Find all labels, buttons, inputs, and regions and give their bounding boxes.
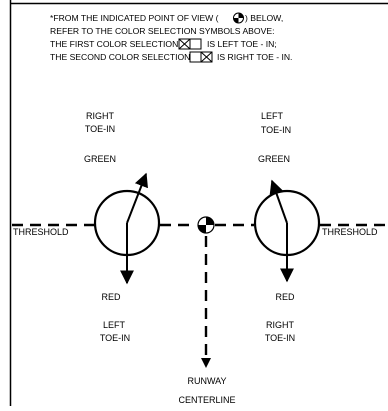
second-color-selection-symbol: [189, 51, 213, 63]
right-light-unit: LEFT TOE-IN GREEN RED RIGHT TOE-IN THRES…: [253, 111, 378, 343]
first-color-selection-symbol: [178, 38, 202, 50]
left-bottom-label-2: TOE-IN: [100, 333, 130, 343]
right-top-label-2: TOE-IN: [261, 125, 291, 135]
point-of-view-marker-icon: [197, 216, 215, 234]
right-green-label: GREEN: [258, 154, 290, 164]
centerline-arrow-icon: [201, 358, 211, 368]
right-red-label: RED: [275, 292, 295, 302]
right-bottom-label-2: TOE-IN: [265, 333, 295, 343]
note-line-2: REFER TO THE COLOR SELECTION SYMBOLS ABO…: [50, 26, 274, 36]
left-red-label: RED: [101, 292, 121, 302]
point-of-view-icon: [233, 12, 244, 24]
left-green-arrow-icon: [126, 172, 148, 224]
centerline-label-2: CENTERLINE: [178, 395, 235, 405]
right-green-arrow-icon: [269, 179, 288, 224]
right-top-label-1: LEFT: [261, 111, 284, 121]
color-selection-note: *FROM THE INDICATED POINT OF VIEW ( ) BE…: [50, 12, 292, 63]
note-line-4-end: IS RIGHT TOE - IN.: [217, 52, 292, 62]
note-line-1: *FROM THE INDICATED POINT OF VIEW (: [50, 13, 219, 23]
left-light-unit: RIGHT TOE-IN GREEN RED LEFT TOE-IN THRES…: [13, 111, 161, 343]
note-line-4-start: THE SECOND COLOR SELECTION: [50, 52, 190, 62]
left-threshold-label: THRESHOLD: [13, 227, 69, 237]
note-line-3-start: THE FIRST COLOR SELECTION: [50, 39, 178, 49]
right-bottom-label-1: RIGHT: [266, 320, 295, 330]
note-line-1-end: ) BELOW,: [245, 13, 283, 23]
left-bottom-label-1: LEFT: [103, 320, 126, 330]
centerline-label-1: RUNWAY: [188, 376, 227, 386]
right-threshold-label: THRESHOLD: [322, 227, 378, 237]
left-top-label-2: TOE-IN: [85, 124, 115, 134]
left-top-label-1: RIGHT: [86, 111, 115, 121]
left-green-label: GREEN: [84, 154, 116, 164]
note-line-3-end: IS LEFT TOE - IN;: [207, 39, 277, 49]
